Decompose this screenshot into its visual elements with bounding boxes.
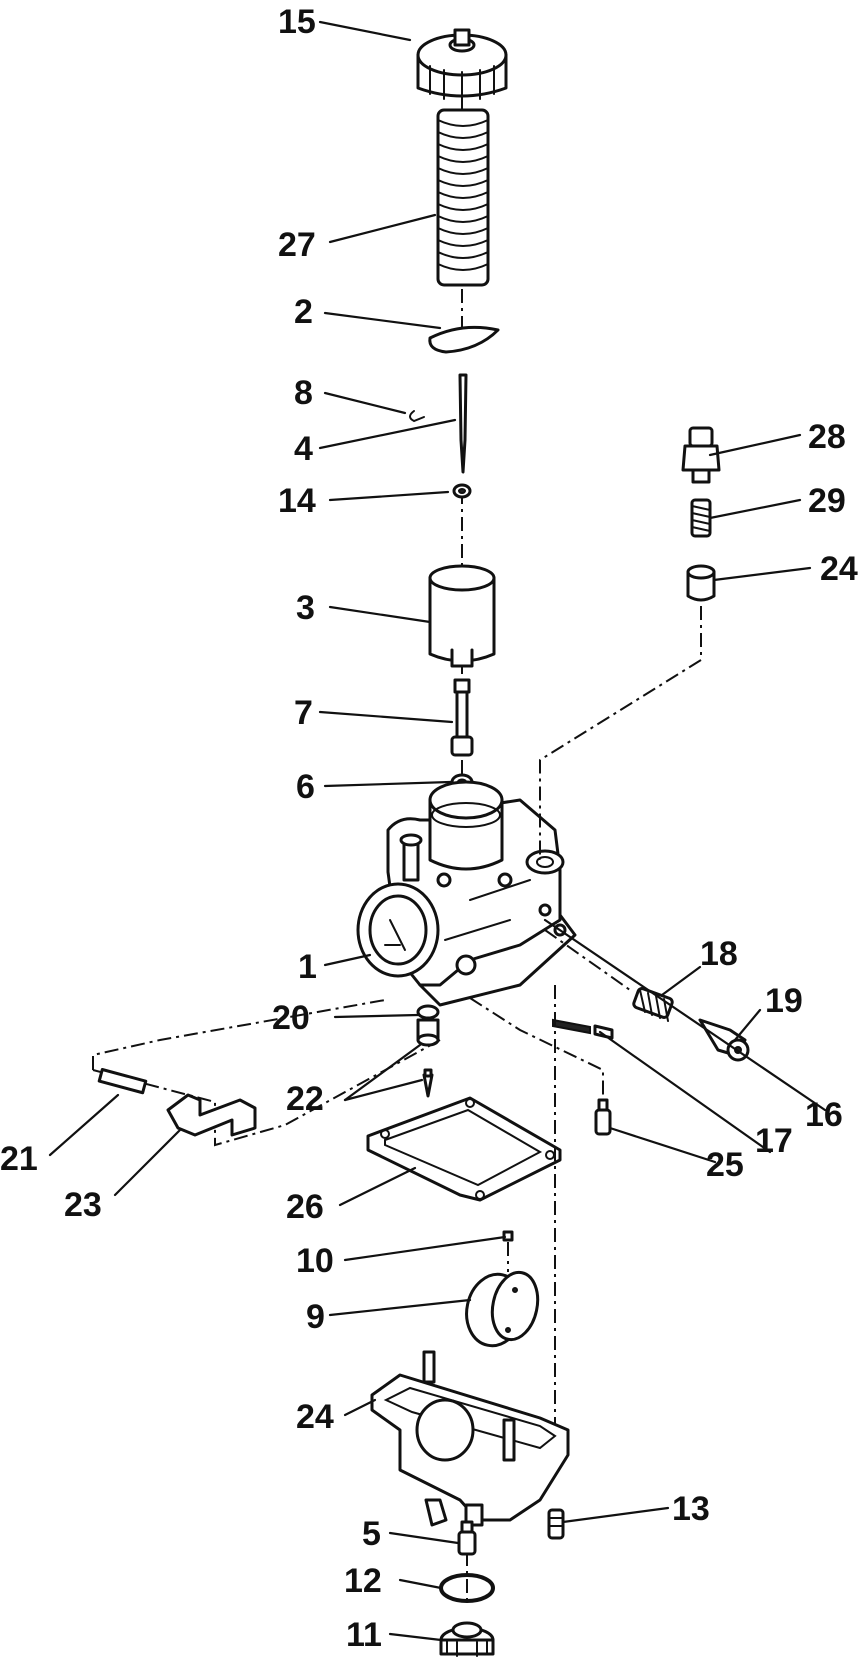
- float-bowl-part: [370, 1350, 570, 1527]
- callout-24-bowl: 24: [296, 1398, 334, 1436]
- float-bowl-gasket-part: [366, 1096, 562, 1202]
- callout-4: 4: [294, 430, 313, 468]
- callout-25: 25: [706, 1146, 744, 1184]
- callout-18: 18: [700, 935, 738, 973]
- drain-screw-part: [547, 1508, 565, 1540]
- carburetor-body-part: [356, 780, 577, 1007]
- callout-16: 16: [805, 1096, 843, 1134]
- callout-7: 7: [294, 694, 313, 732]
- callout-17: 17: [755, 1122, 793, 1160]
- needle-jet-part: [450, 678, 474, 757]
- main-jet-part: [457, 1520, 477, 1556]
- callout-14: 14: [278, 482, 316, 520]
- callout-27: 27: [278, 226, 316, 264]
- float-needle-part: [422, 1068, 434, 1098]
- top-cap-part: [416, 28, 508, 102]
- float-arm-part: [166, 1093, 257, 1137]
- callout-1: 1: [298, 948, 317, 986]
- callout-2: 2: [294, 293, 313, 331]
- callout-3: 3: [296, 589, 315, 627]
- throttle-slide-part: [428, 564, 496, 668]
- float-pin-part: [502, 1230, 514, 1242]
- callout-5: 5: [362, 1515, 381, 1553]
- callout-13: 13: [672, 1490, 710, 1528]
- jet-needle-part: [458, 373, 468, 474]
- callout-26: 26: [286, 1188, 324, 1226]
- idle-adjust-screw-part: [552, 1018, 614, 1040]
- callout-6: 6: [296, 768, 315, 806]
- callout-22: 22: [286, 1080, 324, 1118]
- needle-clip-part: [409, 410, 425, 423]
- starter-plunger-cap-part: [686, 564, 716, 602]
- float-arm-pin-part: [97, 1068, 148, 1095]
- callout-20: 20: [272, 999, 310, 1037]
- callout-8: 8: [294, 374, 313, 412]
- callout-29: 29: [808, 482, 846, 520]
- float-valve-seat-part: [416, 1004, 440, 1047]
- callout-12: 12: [344, 1562, 382, 1600]
- spring-seat-plate-part: [428, 325, 500, 354]
- needle-washer-part: [452, 483, 472, 499]
- starter-plunger-part: [681, 426, 721, 484]
- pilot-jet-part: [594, 1098, 612, 1136]
- callout-24-plunger: 24: [820, 550, 858, 588]
- callout-19: 19: [765, 982, 803, 1020]
- pilot-screw-spring-part: [632, 987, 674, 1022]
- callout-15: 15: [278, 3, 316, 41]
- throttle-spring-part: [436, 108, 490, 287]
- float-part: [465, 1270, 540, 1348]
- callout-23: 23: [64, 1186, 102, 1224]
- callout-10: 10: [296, 1242, 334, 1280]
- drain-plug-part: [439, 1621, 495, 1657]
- callout-11: 11: [346, 1616, 382, 1654]
- callout-28: 28: [808, 418, 846, 456]
- starter-spring-part: [690, 498, 712, 538]
- callout-9: 9: [306, 1298, 325, 1336]
- callout-21: 21: [0, 1140, 38, 1178]
